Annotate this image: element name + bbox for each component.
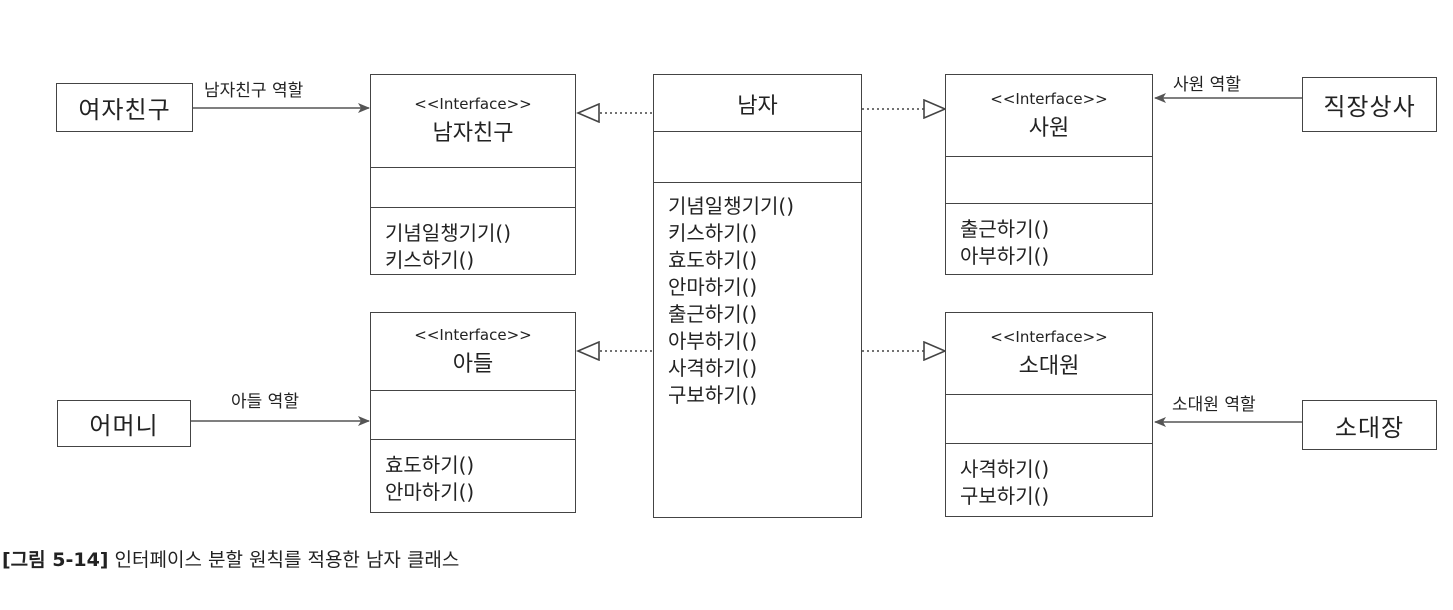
method: 아부하기() [668,329,758,353]
actor-commander: 소대장 [1302,400,1437,450]
method: 사격하기() [960,457,1050,481]
method: 아부하기() [960,244,1050,268]
interface-soldier: <<Interface>> 소대원 사격하기() 구보하기() [945,312,1153,517]
attributes-section [946,395,1152,444]
method: 기념일챙기기() [385,221,512,245]
method: 키스하기() [385,248,475,272]
interface-boyfriend: <<Interface>> 남자친구 기념일챙기기() 키스하기() [370,74,576,275]
method: 출근하기() [668,302,758,326]
interface-name: 사원 [1028,115,1070,141]
actor-boss: 직장상사 [1302,77,1437,132]
interface-name: 소대원 [1018,353,1080,379]
method: 출근하기() [960,217,1050,241]
actor-girlfriend: 여자친구 [56,83,193,132]
method: 구보하기() [668,383,758,407]
interface-name: 아들 [452,351,494,377]
class-name: 남자 [737,94,778,119]
interface-son: <<Interface>> 아들 효도하기() 안마하기() [370,312,576,513]
method: 사격하기() [668,356,758,380]
stereotype-label: <<Interface>> [414,325,532,344]
role-label-soldier: 소대원 역할 [1172,395,1256,415]
stereotype-label: <<Interface>> [990,89,1108,108]
method: 안마하기() [385,480,475,504]
attributes-section [371,168,575,208]
role-label-son: 아들 역할 [231,392,299,412]
figure-number: [그림 5-14] [2,549,109,571]
stereotype-label: <<Interface>> [990,327,1108,346]
role-label-boyfriend: 남자친구 역할 [204,81,304,101]
method: 효도하기() [668,248,758,272]
attributes-section [946,157,1152,204]
methods-section: 출근하기() 아부하기() [946,204,1152,270]
attributes-section [371,391,575,440]
role-label-employee: 사원 역할 [1173,75,1241,95]
methods-section: 효도하기() 안마하기() [371,440,575,506]
attributes-section [654,132,861,183]
figure-caption: [그림 5-14] 인터페이스 분할 원칙를 적용한 남자 클래스 [2,545,459,572]
method: 기념일챙기기() [668,194,795,218]
stereotype-label: <<Interface>> [414,94,532,113]
class-man: 남자 기념일챙기기() 키스하기() 효도하기() 안마하기() 출근하기() … [653,74,862,518]
methods-section: 사격하기() 구보하기() [946,444,1152,510]
method: 효도하기() [385,453,475,477]
methods-section: 기념일챙기기() 키스하기() [371,208,575,274]
interface-employee: <<Interface>> 사원 출근하기() 아부하기() [945,74,1153,275]
method: 구보하기() [960,484,1050,508]
actor-mother: 어머니 [57,400,191,447]
method: 키스하기() [668,221,758,245]
method: 안마하기() [668,275,758,299]
figure-caption-text: 인터페이스 분할 원칙를 적용한 남자 클래스 [114,549,460,571]
interface-name: 남자친구 [432,120,514,146]
methods-section: 기념일챙기기() 키스하기() 효도하기() 안마하기() 출근하기() 아부하… [654,183,861,409]
